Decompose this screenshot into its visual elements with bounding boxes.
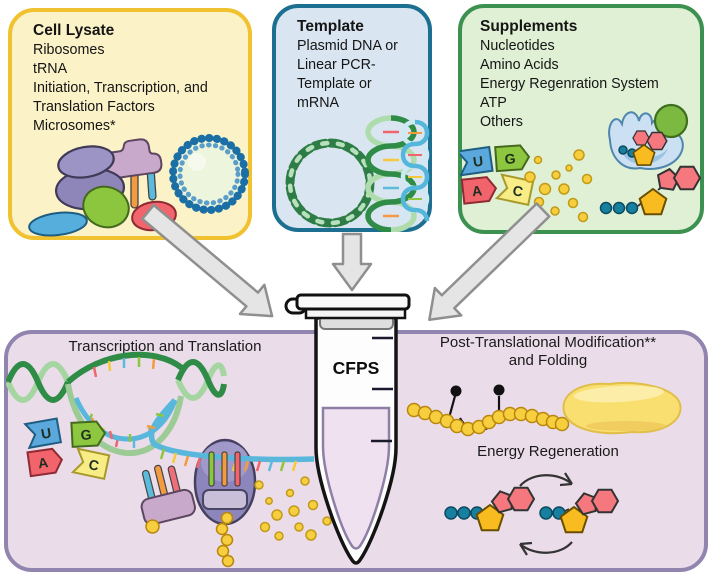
template-item: Linear PCR- — [297, 57, 376, 73]
tube-seal — [319, 312, 394, 330]
cell-lysate-box: Cell Lysate Ribosomes tRNA Initiation, T… — [8, 8, 252, 240]
ptm-label-line2: and Folding — [508, 352, 588, 369]
template-item: Template or — [297, 76, 372, 92]
tube-cap — [295, 293, 411, 311]
cell-lysate-item: Translation Factors — [33, 99, 155, 115]
template-box: Template Plasmid DNA or Linear PCR- Temp… — [272, 4, 432, 232]
transcription-translation-label: Transcription and Translation — [68, 338, 262, 355]
supplements-item: Amino Acids — [480, 57, 559, 73]
template-title: Template — [297, 18, 364, 35]
cell-lysate-item: Initiation, Transcription, and — [33, 80, 208, 96]
template-item: Plasmid DNA or — [297, 38, 398, 54]
tube-cap-ring — [284, 297, 308, 315]
ptm-label-line1: Post-Translational Modification** — [439, 334, 657, 351]
supplements-title: Supplements — [480, 18, 578, 35]
energy-regeneration-label: Energy Regeneration — [477, 443, 619, 460]
supplements-item: ATP — [480, 95, 507, 111]
tube-cap-lip — [304, 307, 407, 320]
supplements-box: Supplements Nucleotides Amino Acids Ener… — [458, 4, 704, 234]
template-arrow-icon — [331, 232, 373, 292]
template-item: mRNA — [297, 95, 340, 111]
supplements-item: Energy Regenration System — [480, 76, 659, 92]
cell-lysate-item: Microsomes* — [33, 118, 116, 134]
cell-lysate-title: Cell Lysate — [33, 22, 115, 39]
cell-lysate-item: Ribosomes — [33, 42, 105, 58]
cell-lysate-item: tRNA — [33, 61, 68, 77]
supplements-item: Nucleotides — [480, 38, 555, 54]
supplements-item: Others — [480, 114, 523, 130]
